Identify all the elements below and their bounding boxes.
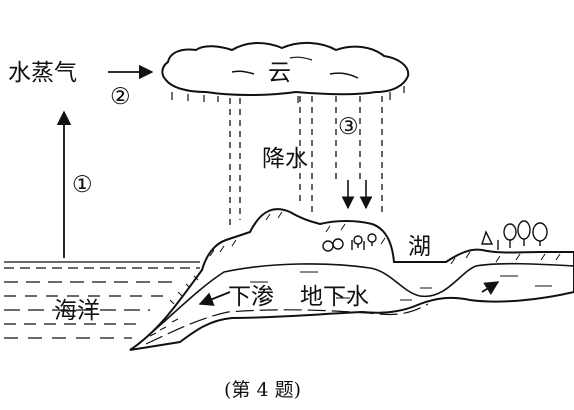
land-profile xyxy=(129,208,574,351)
rain-arrows xyxy=(341,180,373,210)
vegetation xyxy=(322,220,548,252)
ocean-water xyxy=(4,261,200,339)
cloud-shape xyxy=(161,42,410,103)
lake-label: 湖 xyxy=(408,234,431,260)
groundwater-lower xyxy=(145,303,429,345)
step1-label: ① xyxy=(72,172,93,198)
groundwater-label: 地下水 xyxy=(300,284,369,310)
figure-caption: (第 4 题) xyxy=(224,379,301,401)
groundwater-layer xyxy=(135,262,574,347)
ground-texture xyxy=(149,211,561,337)
step3-label: ③ xyxy=(338,114,359,140)
precipitation-label: 降水 xyxy=(262,146,308,172)
water-vapor-label: 水蒸气 xyxy=(8,60,77,86)
groundwater-flow-arrow xyxy=(198,291,231,306)
infiltration-label: 下渗 xyxy=(228,284,274,310)
step2-label: ② xyxy=(110,84,131,110)
rain-lines xyxy=(229,96,383,228)
groundwater-flow-arrow-right xyxy=(481,281,500,295)
cloud-label: 云 xyxy=(268,60,291,86)
ocean-label: 海洋 xyxy=(54,298,100,324)
